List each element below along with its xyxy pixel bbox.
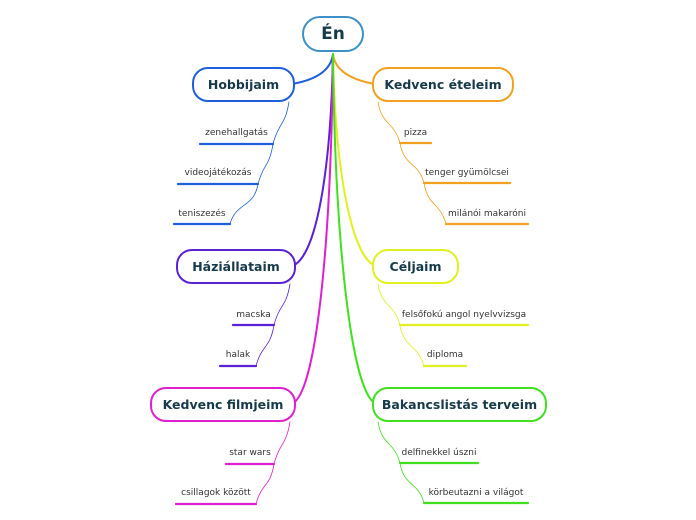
branch-node-label: Céljaim: [389, 259, 442, 274]
leaf-connector-movies: [255, 463, 275, 505]
branch-node-label: Háziállataim: [192, 259, 280, 274]
leaf-item-pets[interactable]: halak: [225, 350, 251, 360]
leaf-item-foods[interactable]: pizza: [403, 128, 428, 138]
branch-node-goals[interactable]: Céljaim: [372, 249, 459, 284]
leaf-item-bucket[interactable]: delfinekkel úszni: [401, 448, 477, 458]
leaf-item-pets[interactable]: macska: [236, 310, 271, 320]
leaf-item-goals[interactable]: diploma: [426, 350, 464, 360]
branch-node-pets[interactable]: Háziállataim: [176, 249, 296, 284]
branch-node-label: Kedvenc ételeim: [384, 77, 502, 92]
leaf-connector-bucket: [377, 421, 401, 464]
leaf-connector-pets: [255, 324, 275, 367]
leaf-item-movies[interactable]: star wars: [229, 448, 271, 458]
leaf-connector-foods: [399, 142, 425, 184]
leaf-connector-goals: [399, 324, 425, 367]
leaf-connector-movies: [273, 421, 291, 465]
branch-node-label: Bakancslistás terveim: [381, 397, 538, 412]
branch-node-movies[interactable]: Kedvenc filmjeim: [150, 387, 296, 422]
branch-node-bucket[interactable]: Bakancslistás terveim: [372, 387, 547, 422]
branch-node-label: Kedvenc filmjeim: [162, 397, 284, 412]
leaf-connector-hobbies: [272, 101, 290, 145]
leaf-item-bucket[interactable]: körbeutazni a világot: [428, 488, 524, 498]
branch-node-label: Hobbijaim: [207, 77, 280, 92]
central-node-label: Én: [321, 24, 345, 44]
branch-node-foods[interactable]: Kedvenc ételeim: [372, 67, 514, 102]
leaf-connector-foods: [423, 182, 447, 225]
leaf-item-movies[interactable]: csillagok között: [181, 488, 251, 498]
leaf-connector-hobbies: [257, 143, 274, 185]
leaf-item-foods[interactable]: milánói makaróni: [448, 209, 526, 219]
leaf-item-goals[interactable]: felsőfokú angol nyelvvizsga: [401, 310, 527, 320]
leaf-item-hobbies[interactable]: videojátékozás: [184, 168, 252, 178]
leaf-item-hobbies[interactable]: teniszezés: [178, 209, 226, 219]
branch-connector-bucket: [332, 53, 379, 406]
leaf-connector-hobbies: [229, 183, 259, 225]
branch-connector-movies: [289, 53, 334, 406]
leaf-connector-pets: [273, 283, 291, 326]
leaf-connector-foods: [377, 101, 401, 144]
leaf-item-hobbies[interactable]: zenehallgatás: [205, 128, 268, 138]
central-node[interactable]: Én: [302, 16, 364, 52]
leaf-connector-bucket: [399, 462, 425, 504]
branch-node-hobbies[interactable]: Hobbijaim: [192, 67, 295, 102]
leaf-connector-goals: [377, 283, 401, 326]
leaf-item-foods[interactable]: tenger gyümölcsei: [425, 168, 509, 178]
branch-connector-hobbies: [288, 53, 334, 86]
